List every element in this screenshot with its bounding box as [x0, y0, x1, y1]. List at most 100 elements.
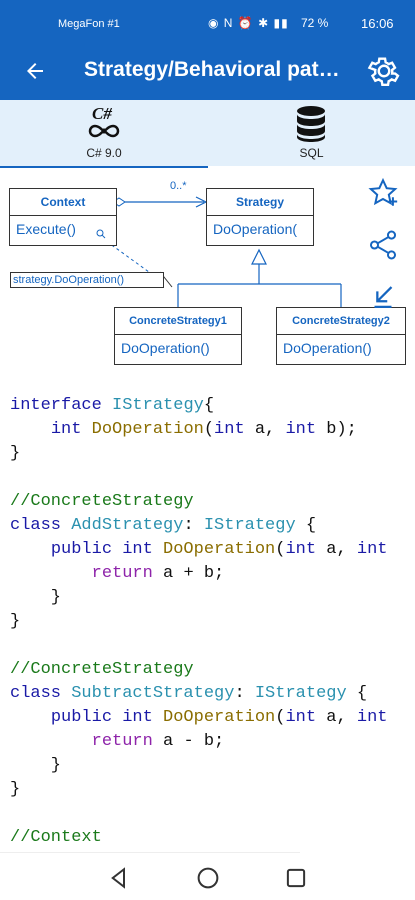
code-token: int [285, 708, 327, 727]
code-token: a + b; [163, 564, 225, 583]
diagram-connectors [101, 196, 342, 307]
collapse-diagram-button[interactable] [366, 280, 400, 314]
code-token [10, 708, 51, 727]
app-bar: Strategy/Behavioral pat… [0, 42, 415, 100]
code-token: ( [275, 708, 286, 727]
code-line: } [10, 754, 415, 778]
code-token: class [10, 684, 72, 703]
system-icons: ◉ N ⏰ ✱ ▮▮ [208, 16, 289, 30]
code-token: DoOperation [91, 420, 204, 439]
code-token: } [10, 612, 21, 631]
code-token: { [295, 516, 317, 535]
code-line [10, 634, 415, 658]
code-token: ( [203, 420, 215, 439]
database-icon [297, 106, 325, 142]
code-line: class SubtractStrategy: IStrategy { [10, 682, 415, 706]
tab-csharp-label: C# 9.0 [86, 146, 122, 160]
concrete-strategy-2-operation: DoOperation() [283, 340, 372, 356]
code-token: { [203, 396, 215, 415]
code-token: int [285, 420, 327, 439]
concrete-strategy-1-class: ConcreteStrategy1 DoOperation() [114, 307, 242, 365]
nav-back-button[interactable] [104, 863, 134, 893]
code-token: return [91, 564, 164, 583]
code-token: int [356, 708, 388, 727]
code-line: public int DoOperation(int a, int [10, 538, 415, 562]
magnifier-icon [96, 229, 106, 239]
code-token [10, 540, 51, 559]
star-add-icon [368, 177, 398, 206]
code-token: DoOperation [163, 540, 276, 559]
context-operation: Execute() [16, 221, 76, 237]
code-token: IStrategy [254, 684, 347, 703]
code-token: int [214, 420, 255, 439]
code-token: b); [326, 420, 357, 439]
csharp-infinity-icon: C# [88, 104, 120, 138]
status-bar: MegaFon #1 ◉ N ⏰ ✱ ▮▮ 72 % 16:06 [0, 0, 415, 42]
share-button[interactable] [366, 228, 400, 262]
context-class-name: Context [10, 189, 116, 216]
nav-home-button[interactable] [193, 863, 223, 893]
tab-sql[interactable]: SQL [208, 100, 415, 166]
code-token: //Context [10, 828, 102, 847]
back-triangle-icon [111, 867, 125, 889]
code-line: return a - b; [10, 730, 415, 754]
code-token: a, [326, 540, 357, 559]
strategy-class-name: Strategy [207, 189, 313, 216]
home-circle-icon [197, 867, 219, 889]
page-title: Strategy/Behavioral pat… [84, 58, 340, 81]
carrier-name: MegaFon #1 [58, 18, 120, 30]
code-note: strategy.DoOperation() [10, 272, 164, 288]
strategy-class: Strategy DoOperation( [206, 188, 314, 246]
code-line: interface IStrategy{ [10, 394, 415, 418]
strategy-operation: DoOperation( [213, 221, 298, 237]
code-token: class [10, 516, 72, 535]
code-token: int [356, 540, 388, 559]
favorite-button[interactable] [366, 176, 400, 210]
code-token: return [91, 732, 164, 751]
code-token [10, 564, 92, 583]
system-navigation-bar [0, 855, 415, 900]
code-token: } [10, 444, 21, 463]
nav-recents-button[interactable] [281, 863, 311, 893]
status-time: 16:06 [361, 16, 394, 31]
code-token: a, [326, 708, 357, 727]
code-line [10, 802, 415, 826]
code-token: interface [10, 396, 113, 415]
code-token: : [183, 516, 204, 535]
code-token: ( [275, 540, 286, 559]
code-listing: interface IStrategy{ int DoOperation(int… [10, 394, 415, 850]
code-line: int DoOperation(int a, int b); [10, 418, 415, 442]
back-button[interactable] [18, 54, 52, 88]
code-line: } [10, 442, 415, 466]
code-token: { [346, 684, 368, 703]
code-token: public int [50, 540, 164, 559]
language-tabs: C# C# 9.0 SQL [0, 100, 415, 168]
multiplicity-label: 0..* [170, 180, 187, 192]
code-token: } [10, 780, 21, 799]
code-line: } [10, 778, 415, 802]
battery-level: 72 % [301, 16, 329, 30]
code-token: } [10, 588, 62, 607]
code-token: : [234, 684, 255, 703]
code-token: IStrategy [112, 396, 204, 415]
code-token: public int [50, 708, 164, 727]
settings-button[interactable] [366, 53, 402, 89]
uml-diagram: 0..* Context Execute() Strategy DoOperat… [0, 166, 415, 386]
concrete-strategy-1-name: ConcreteStrategy1 [115, 308, 241, 335]
code-token: //ConcreteStrategy [10, 660, 194, 679]
share-icon [369, 230, 397, 260]
code-token: a, [254, 420, 286, 439]
gear-icon [367, 57, 400, 86]
code-token: IStrategy [203, 516, 296, 535]
code-line: public int DoOperation(int a, int [10, 706, 415, 730]
code-token: SubtractStrategy [71, 684, 235, 703]
tab-sql-label: SQL [299, 146, 324, 160]
concrete-strategy-2-name: ConcreteStrategy2 [277, 308, 405, 335]
collapse-icon [374, 286, 393, 309]
code-token [10, 420, 51, 439]
code-token: int [50, 420, 92, 439]
code-line: return a + b; [10, 562, 415, 586]
code-line: //Context [10, 826, 415, 850]
tab-csharp[interactable]: C# C# 9.0 [0, 100, 208, 168]
context-class: Context Execute() [9, 188, 117, 246]
